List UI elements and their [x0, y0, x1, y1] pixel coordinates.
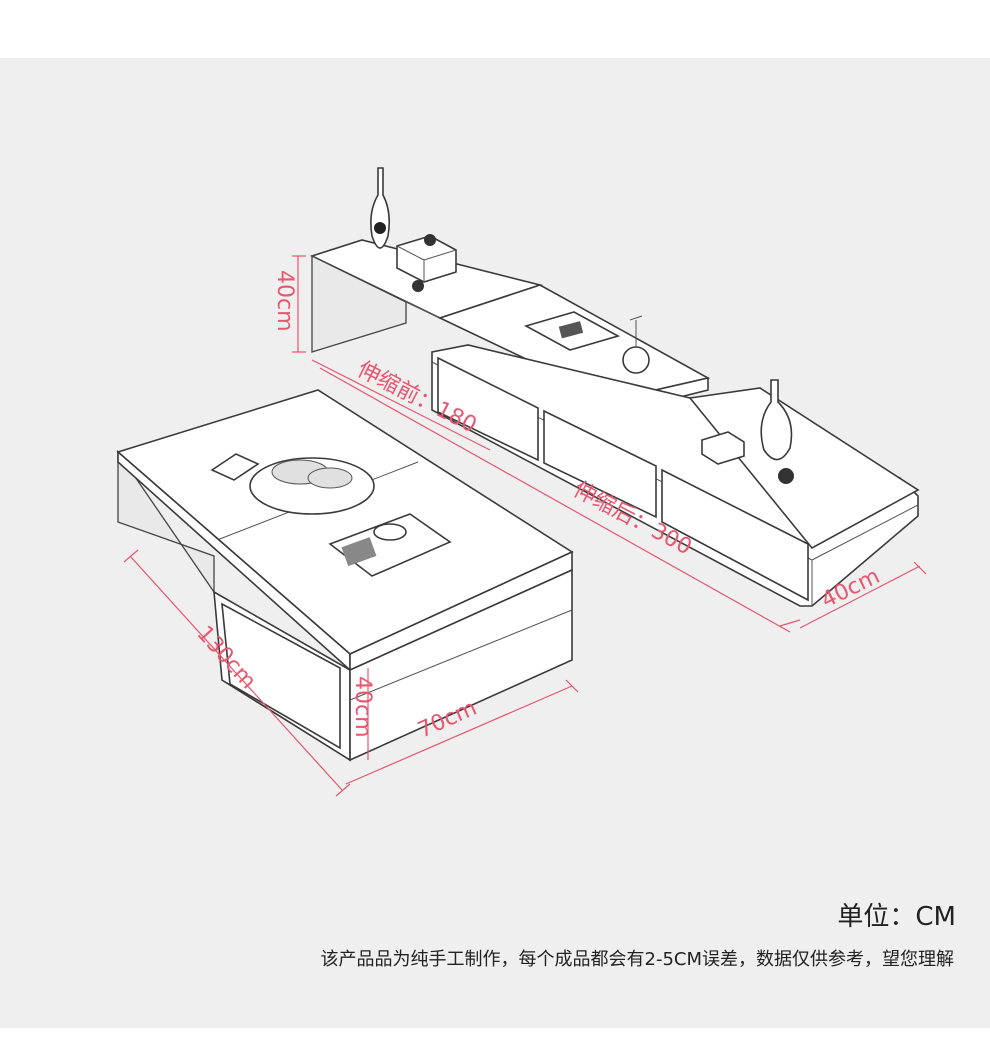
table-height-label: 40cm	[350, 676, 375, 738]
coffee-table-drawing	[116, 389, 574, 762]
disclaimer-text: 该产品品为纯手工制作，每个成品都会有2-5CM误差，数据仅供参考，望您理解	[320, 949, 955, 970]
tv-cabinet-drawing	[309, 167, 920, 607]
dimension-lines	[123, 255, 927, 797]
furniture-line-drawing: 40cm 伸缩前：180 伸缩后：300 40cm 130cm 40cm 70c…	[116, 167, 927, 797]
product-dimension-panel: 40cm 伸缩前：180 伸缩后：300 40cm 130cm 40cm 70c…	[0, 58, 990, 1028]
unit-label: 单位：CM	[837, 902, 956, 932]
cabinet-height-label: 40cm	[272, 270, 297, 332]
